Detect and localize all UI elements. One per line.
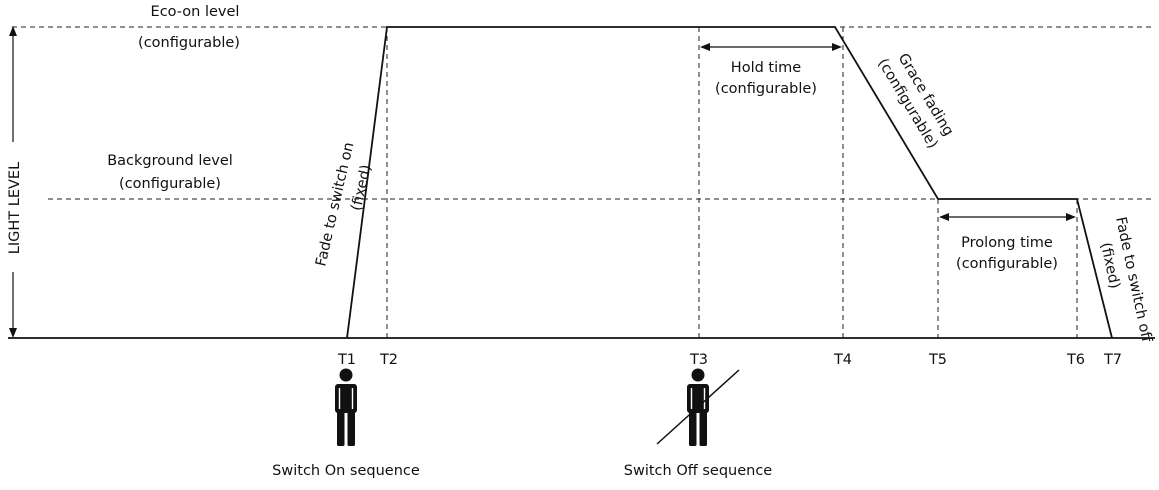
t4-label: T4 bbox=[833, 352, 852, 368]
hold-time-label: Hold time bbox=[731, 60, 801, 76]
y-axis-label: LIGHT LEVEL bbox=[7, 162, 23, 254]
fade-off-label: Fade to switch off (fixed) bbox=[1097, 216, 1154, 345]
switch-off-sequence-label: Switch Off sequence bbox=[624, 463, 773, 479]
hold-time-note: (configurable) bbox=[715, 81, 817, 97]
person-crossed-icon bbox=[656, 368, 740, 446]
t6-label: T6 bbox=[1066, 352, 1085, 368]
y-axis: LIGHT LEVEL bbox=[7, 26, 23, 338]
prolong-time-label: Prolong time bbox=[961, 235, 1053, 251]
background-level-note: (configurable) bbox=[119, 176, 221, 192]
t2-label: T2 bbox=[379, 352, 398, 368]
prolong-time-note: (configurable) bbox=[956, 256, 1058, 272]
hold-time-arrow bbox=[700, 43, 842, 51]
prolong-time-arrow bbox=[939, 213, 1076, 221]
t5-label: T5 bbox=[928, 352, 947, 368]
person-icon bbox=[335, 368, 357, 446]
t7-label: T7 bbox=[1103, 352, 1122, 368]
eco-on-level-title: Eco-on level bbox=[151, 4, 240, 20]
background-level-title: Background level bbox=[107, 153, 233, 169]
t3-label: T3 bbox=[689, 352, 708, 368]
grace-fading-label: Grace fading (configurable) bbox=[874, 51, 956, 152]
switch-on-sequence-label: Switch On sequence bbox=[272, 463, 420, 479]
t1-label: T1 bbox=[337, 352, 356, 368]
light-level-curve bbox=[346, 26, 1113, 339]
fade-on-line2: (fixed) bbox=[349, 163, 375, 212]
eco-on-level-note: (configurable) bbox=[138, 35, 240, 51]
